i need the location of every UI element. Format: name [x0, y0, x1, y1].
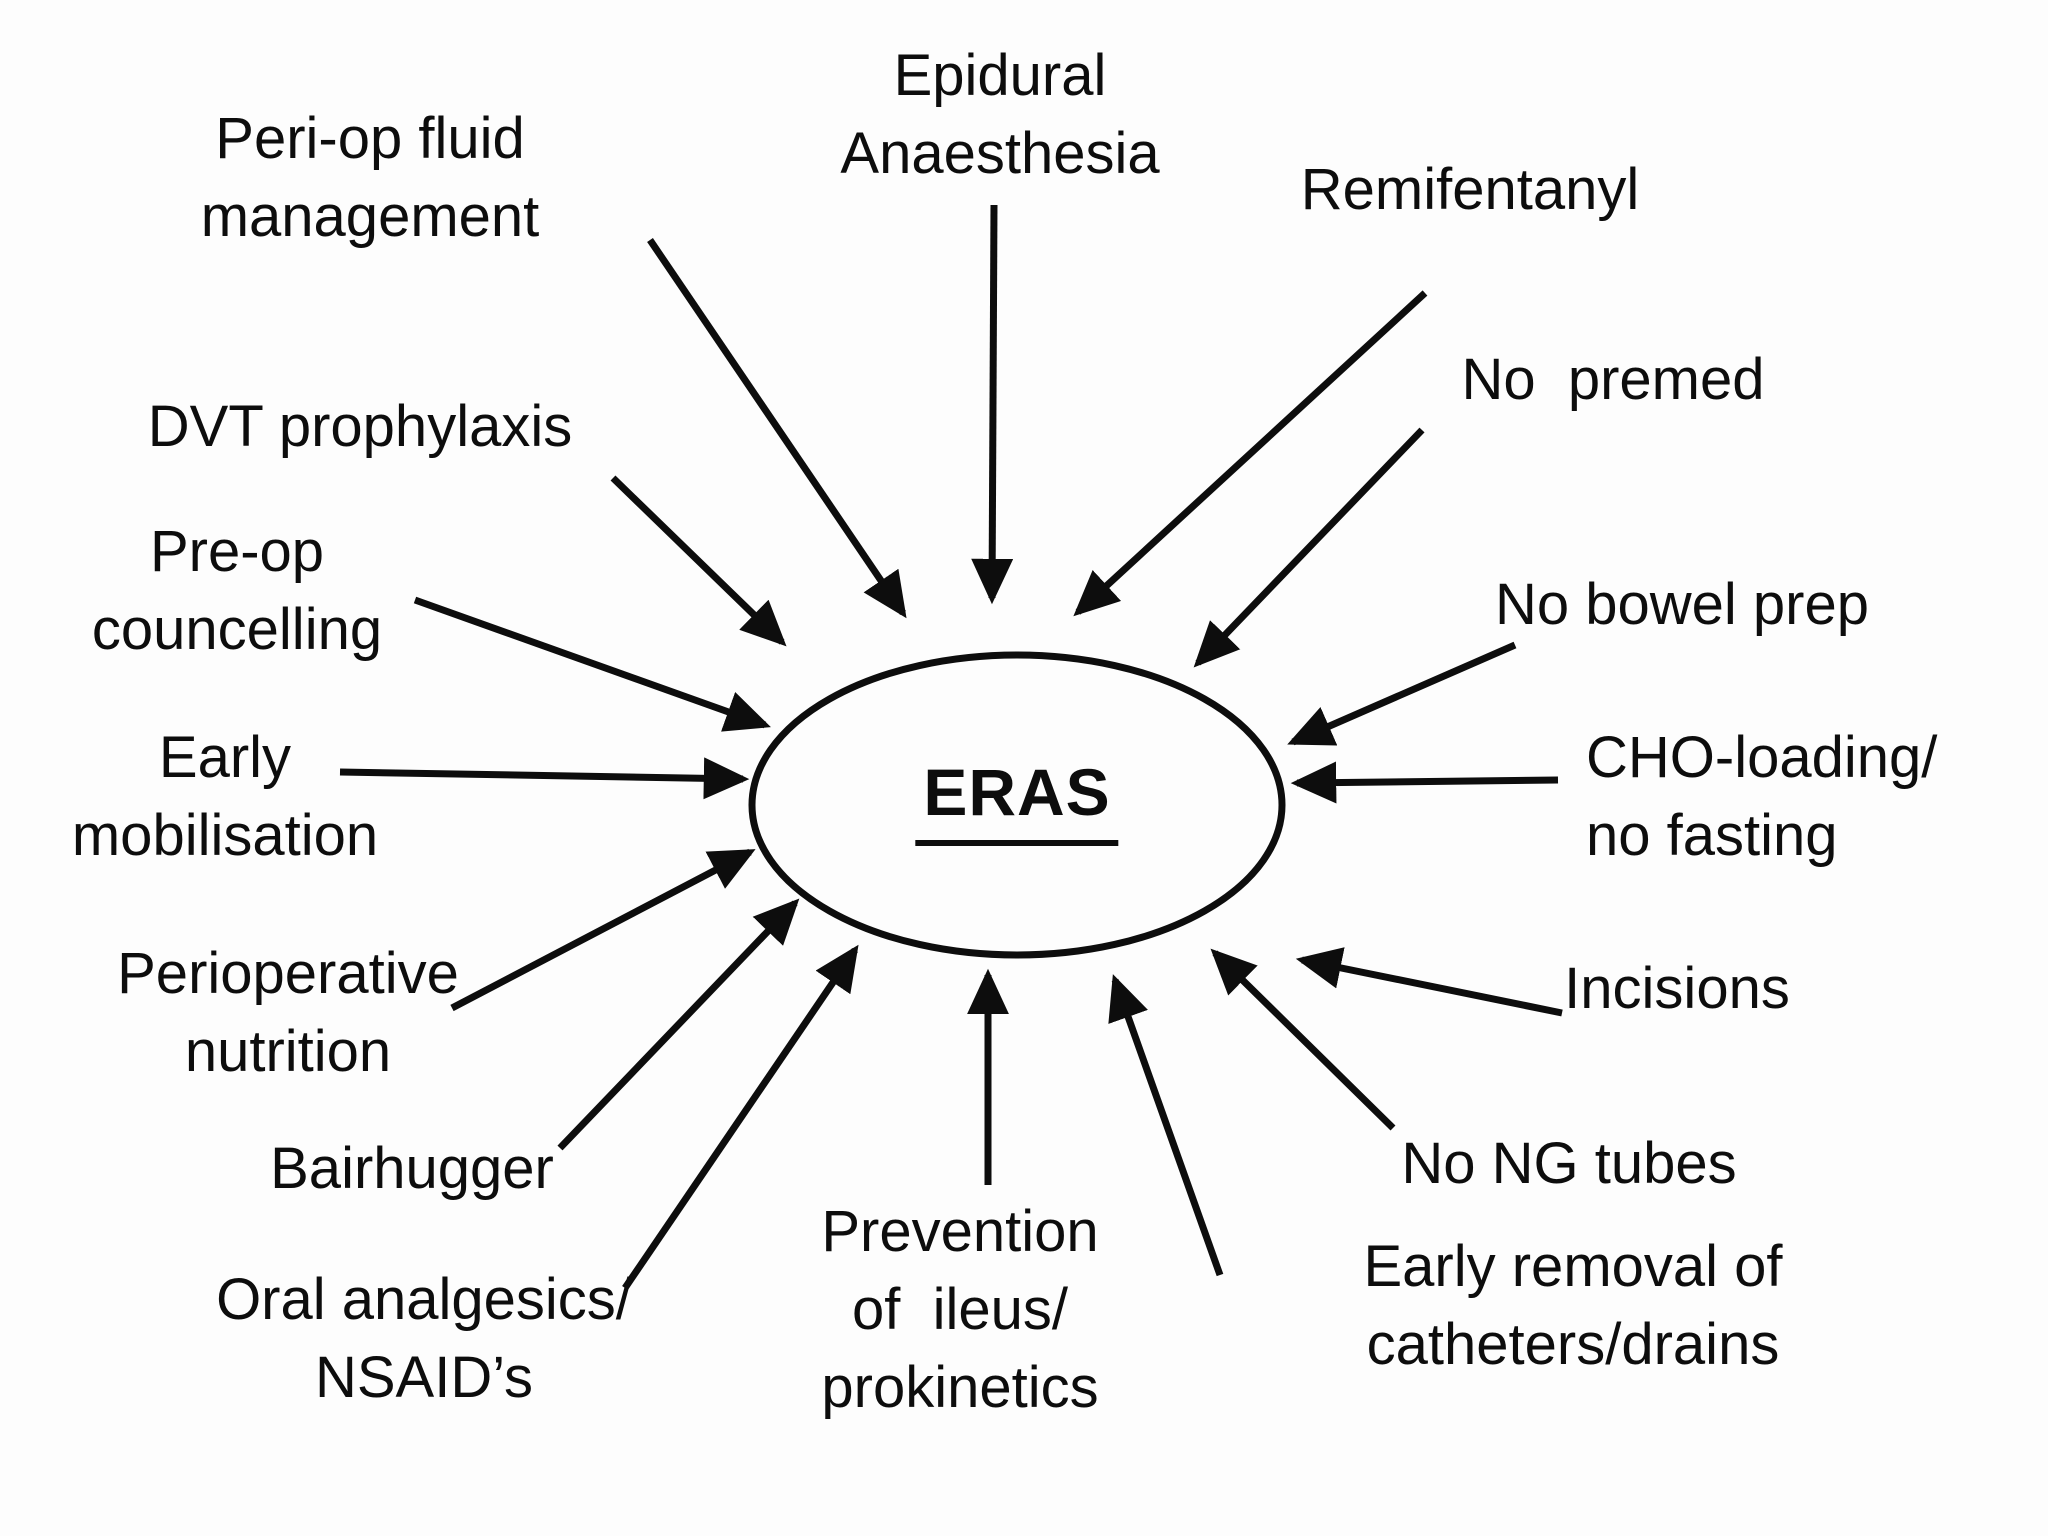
node-label-epidural-anaesthesia: Epidural Anaesthesia	[840, 43, 1160, 186]
arrow-oral-analgesics-nsaids	[622, 944, 859, 1290]
arrow-incisions	[1295, 947, 1563, 1017]
arrow-no-ng-tubes	[1210, 948, 1396, 1131]
node-label-no-ng-tubes: No NG tubes	[1401, 1131, 1737, 1196]
node-label-pre-op-councelling: Pre-op councelling	[91, 519, 383, 662]
arrow-cho-loading-no-fasting	[1290, 761, 1559, 804]
node-label-prevention-of-ileus-prokinetics: Prevention of ileus/ prokinetics	[821, 1199, 1099, 1420]
node-label-early-removal-of-catheters-drains: Early removal of catheters/drains	[1363, 1234, 1783, 1377]
node-label-no-premed: No premed	[1461, 347, 1765, 412]
arrow-bairhugger	[557, 898, 800, 1151]
arrow-group	[339, 204, 1563, 1290]
eras-hub-ellipse	[748, 651, 1286, 959]
node-label-early-mobilisation: Early mobilisation	[71, 725, 379, 868]
node-label-dvt-prophylaxis: DVT prophylaxis	[147, 394, 573, 459]
arrow-early-removal-of-catheters-drains	[1108, 974, 1224, 1277]
hub-label-eras: ERAS	[915, 754, 1119, 846]
node-label-remifentanyl: Remifentanyl	[1300, 157, 1640, 222]
arrow-no-premed	[1193, 427, 1425, 668]
arrow-remifentanyl	[1073, 290, 1428, 617]
arrow-pre-op-councelling	[413, 596, 771, 732]
node-label-perioperative-nutrition: Perioperative nutrition	[117, 941, 459, 1084]
arrow-peri-op-fluid-management	[647, 238, 907, 619]
node-label-oral-analgesics-nsaids: Oral analgesics/ NSAID’s	[216, 1267, 632, 1410]
node-label-no-bowel-prep: No bowel prep	[1495, 572, 1869, 637]
node-label-bairhugger: Bairhugger	[270, 1136, 554, 1201]
arrow-early-mobilisation	[339, 757, 750, 800]
arrow-epidural-anaesthesia	[971, 204, 1014, 605]
arrow-dvt-prophylaxis	[610, 475, 787, 647]
arrow-no-bowel-prep	[1287, 641, 1517, 746]
node-label-cho-loading-no-fasting: CHO-loading/ no fasting	[1586, 725, 1938, 868]
node-label-incisions: Incisions	[1564, 956, 1790, 1021]
arrow-perioperative-nutrition	[450, 848, 756, 1012]
node-label-peri-op-fluid-management: Peri-op fluid management	[200, 106, 540, 249]
